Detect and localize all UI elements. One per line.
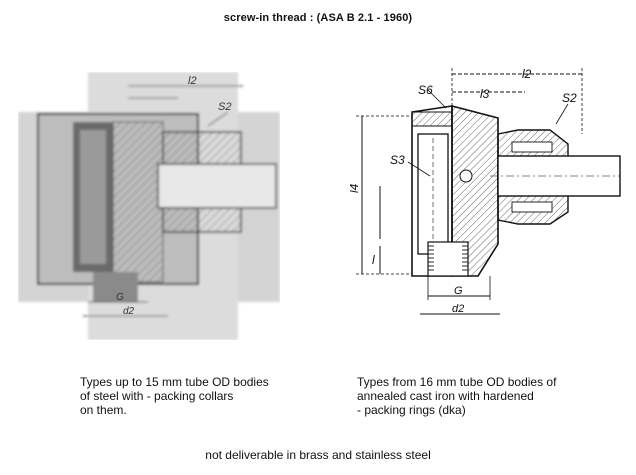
left-fitting-drawing: l2 S2 G d2	[18, 72, 280, 340]
right-label-s6: S6	[418, 83, 433, 97]
right-label-s2: S2	[562, 91, 577, 105]
right-label-l4: l4	[350, 183, 361, 193]
right-label-l3: l3	[480, 87, 490, 101]
page-title: screw-in thread : (ASA B 2.1 - 1960)	[223, 12, 413, 24]
right-label-g: G	[454, 285, 463, 297]
left-label-d2: d2	[123, 306, 135, 317]
right-label-l1: l	[372, 253, 375, 267]
left-label-s2: S2	[218, 101, 231, 113]
right-label-s3: S3	[390, 153, 405, 167]
right-label-d2: d2	[452, 303, 464, 315]
footer-note: not deliverable in brass and stainless s…	[205, 448, 431, 462]
right-fitting-drawing: l2 l3 S6 S2 S3 l4 l G d2	[350, 67, 621, 315]
right-label-l2: l2	[522, 67, 532, 81]
right-caption: Types from 16 mm tube OD bodies of annea…	[357, 375, 557, 417]
left-label-g: G	[116, 292, 124, 303]
left-label-l2: l2	[188, 75, 197, 87]
left-caption: Types up to 15 mm tube OD bodies of stee…	[80, 375, 269, 417]
